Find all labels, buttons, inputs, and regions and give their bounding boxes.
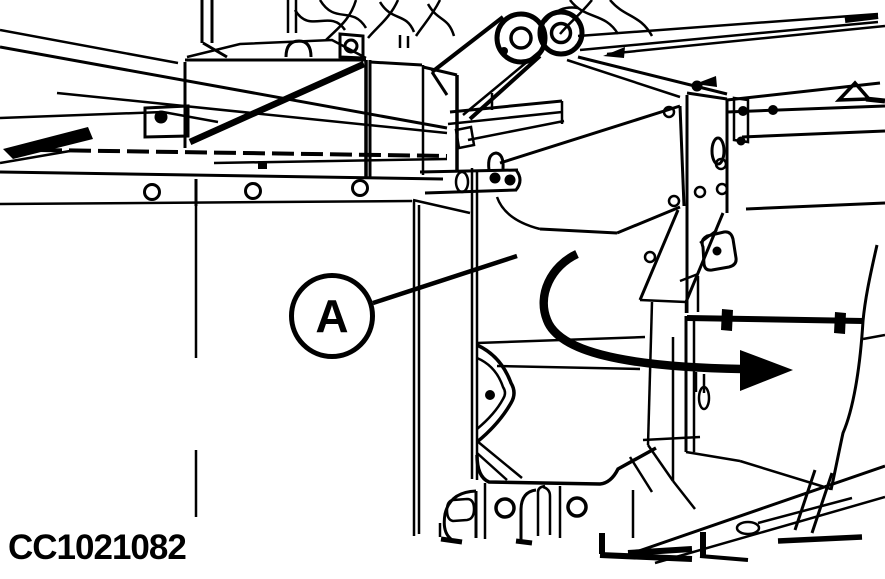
access-door	[684, 244, 885, 491]
bracket-column	[628, 80, 750, 510]
panel-post-edges	[194, 200, 442, 537]
callout-a-label: A	[315, 290, 349, 342]
frame-rails-top-left	[0, 28, 448, 165]
bottom-hoses	[440, 483, 693, 562]
figure-code: CC1021082	[8, 528, 187, 567]
top-hoses	[200, 0, 654, 60]
callout-a-balloon: A	[289, 273, 375, 359]
chassis-bottom-right	[627, 464, 885, 565]
rotation-arrow	[539, 250, 793, 391]
frame-rails-top-right	[566, 12, 885, 211]
mount-band	[0, 161, 471, 215]
callout-leader-line	[372, 253, 518, 306]
clevis-link	[430, 9, 585, 142]
panel-a	[470, 104, 686, 486]
